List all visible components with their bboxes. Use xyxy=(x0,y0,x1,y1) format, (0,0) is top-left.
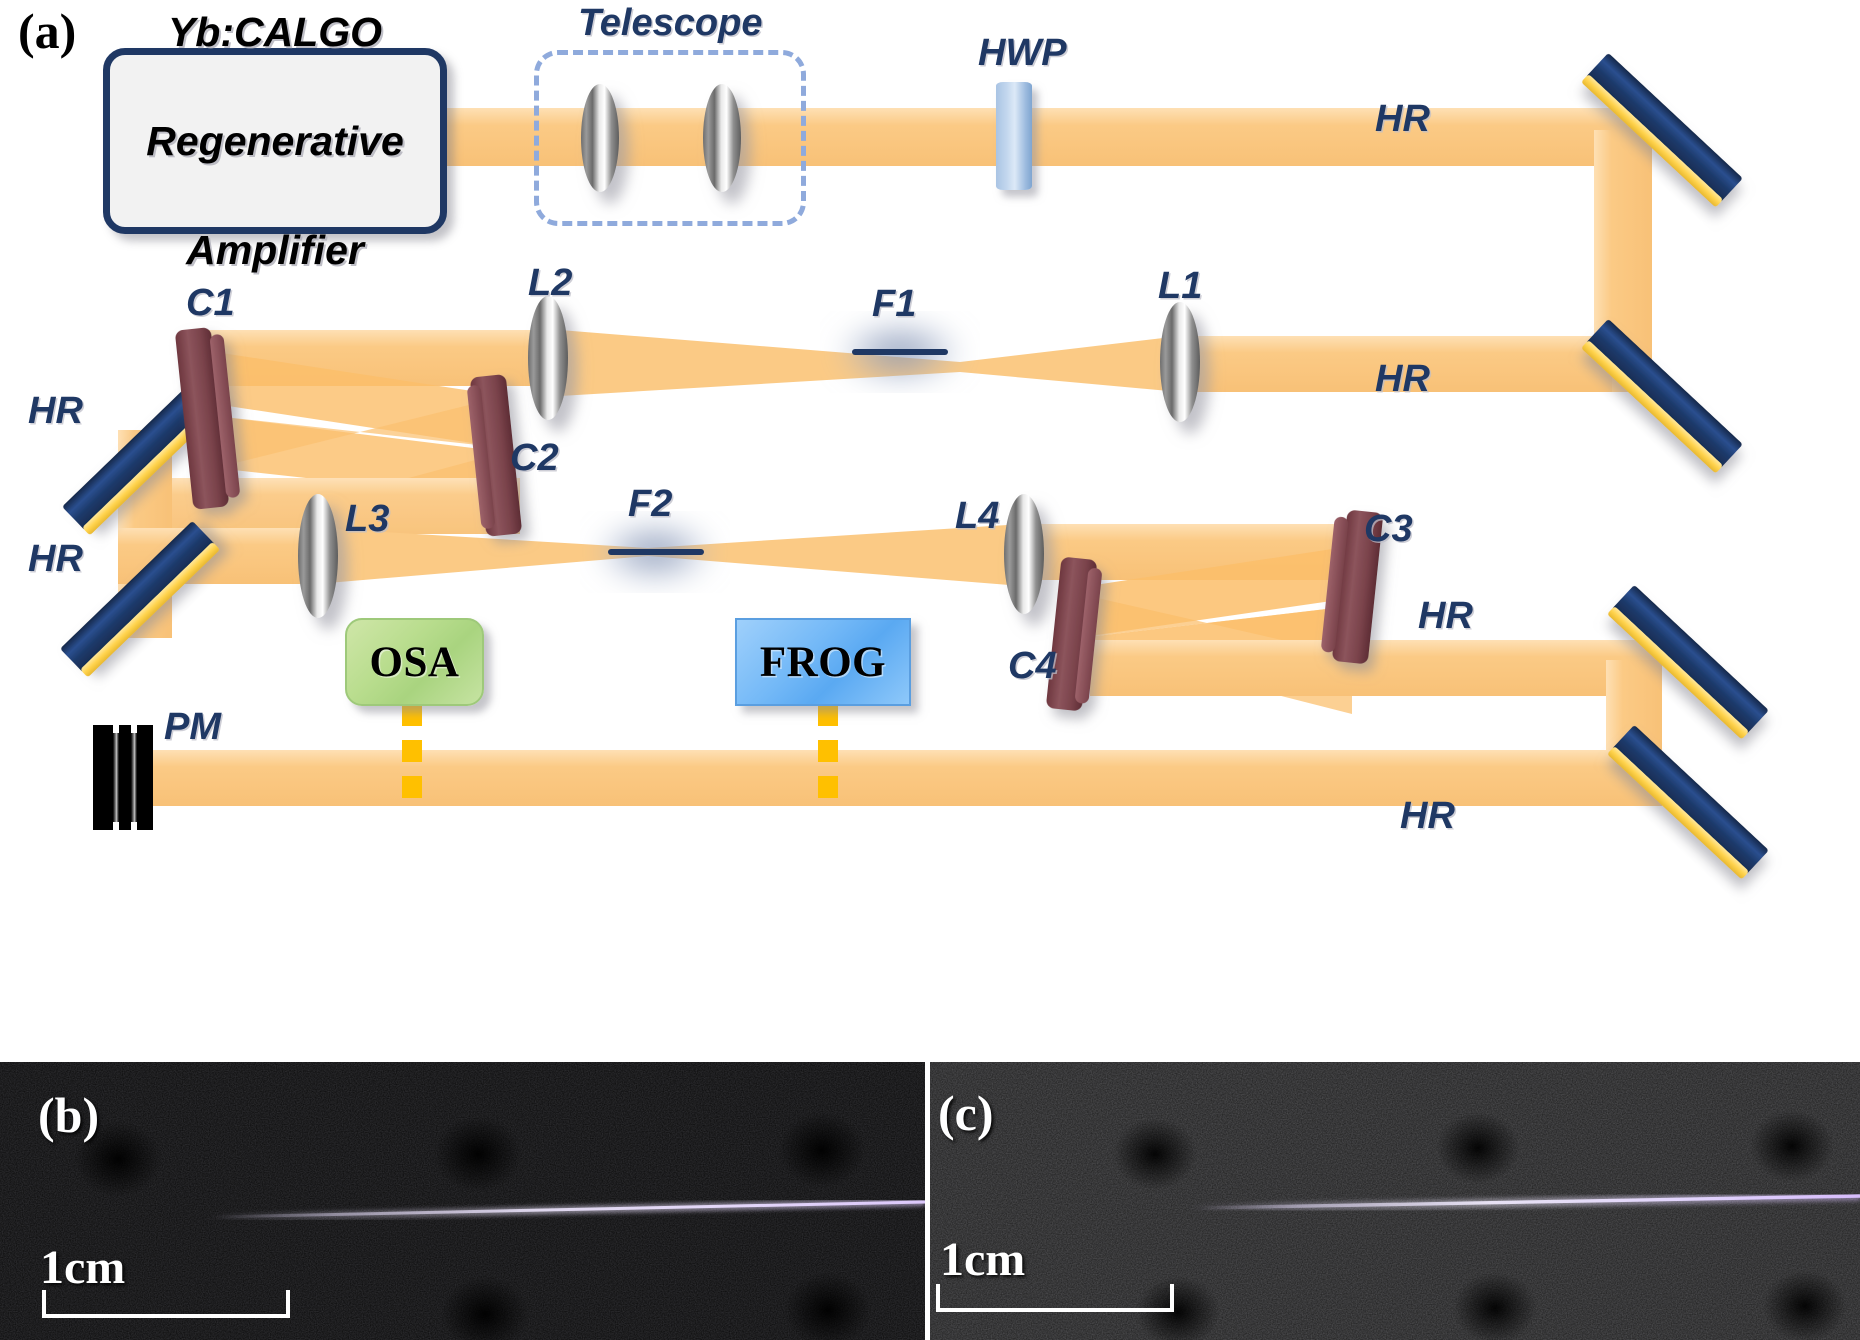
beam-bounces-c3c4 xyxy=(1062,546,1662,714)
photo-c-tag: (c) xyxy=(938,1085,994,1141)
hr-mirror-top-right xyxy=(1582,54,1742,207)
chirped-mirror-C3 xyxy=(1321,510,1383,664)
hr-label-right-row2: HR xyxy=(1375,358,1430,400)
osa-tap-dotted-line xyxy=(402,704,422,798)
source-line-1: Yb:CALGO xyxy=(167,8,383,55)
photo-b-content xyxy=(0,1062,925,1340)
photo-c-scale-bar xyxy=(936,1284,1174,1312)
lens-L2 xyxy=(528,296,568,420)
hr-label-right-lower: HR xyxy=(1418,595,1473,637)
pm-bar-1 xyxy=(93,725,113,830)
pm-gap-1 xyxy=(113,733,119,822)
panel-tag-a: (a) xyxy=(18,3,77,59)
l1-label: L1 xyxy=(1158,265,1203,307)
lens-L3 xyxy=(298,494,338,618)
source-line-3: Amplifier xyxy=(186,226,364,273)
c1-label: C1 xyxy=(186,282,235,324)
chirped-mirror-C1 xyxy=(175,327,240,510)
photo-b-tag: (b) xyxy=(38,1087,100,1143)
telescope-lens-1 xyxy=(581,84,619,192)
photo-b-scale-label: 1cm xyxy=(40,1241,126,1294)
c3-label: C3 xyxy=(1364,508,1413,550)
filament-F2 xyxy=(593,518,717,586)
frog-instrument-box[interactable]: FROG xyxy=(735,618,911,706)
chirped-mirror-C2 xyxy=(467,374,522,537)
pm-bar-3 xyxy=(137,725,153,830)
lens-L4 xyxy=(1004,494,1044,614)
hr-label-left-upper: HR xyxy=(28,390,83,432)
hr-label-bottom-right: HR xyxy=(1400,795,1455,837)
l2-label: L2 xyxy=(528,262,573,304)
hr-mirror-left-lower xyxy=(61,522,219,677)
hr-mirror-right-row2 xyxy=(1582,320,1742,473)
telescope-enclosure xyxy=(534,50,806,226)
photo-c-content xyxy=(930,1062,1860,1340)
hr-label-top-right: HR xyxy=(1375,98,1430,140)
beam-top-row xyxy=(430,108,1652,392)
pm-gap-2 xyxy=(131,733,137,822)
lens-L1 xyxy=(1160,302,1200,422)
beam-row3 xyxy=(118,524,1352,586)
pm-bar-2 xyxy=(119,725,131,830)
frog-label: FROG xyxy=(759,638,887,686)
half-wave-plate[interactable] xyxy=(996,82,1032,190)
filament-photo-c: (c) 1cm xyxy=(930,1062,1860,1340)
hr-label-left-lower: HR xyxy=(28,538,83,580)
power-meter[interactable] xyxy=(93,725,159,830)
telescope-label: Telescope xyxy=(578,2,763,44)
chirped-mirror-C4 xyxy=(1046,557,1102,711)
l4-label: L4 xyxy=(955,495,1000,537)
frog-tap-dotted-line xyxy=(818,704,838,798)
beam-bottom-route xyxy=(140,660,1662,806)
hr-mirror-bottom-right xyxy=(1608,726,1768,879)
osa-instrument-box[interactable]: OSA xyxy=(345,618,484,706)
f2-label: F2 xyxy=(628,483,673,525)
c4-label: C4 xyxy=(1008,645,1057,687)
filament-photo-b: (b) 1cm xyxy=(0,1062,925,1340)
hwp-label: HWP xyxy=(978,32,1067,74)
photo-c-scale-label: 1cm xyxy=(940,1233,1026,1286)
photo-b-scale-bar xyxy=(42,1290,290,1318)
telescope-lens-2 xyxy=(703,84,741,192)
pm-label: PM xyxy=(164,706,221,748)
l3-label: L3 xyxy=(345,498,390,540)
f1-label: F1 xyxy=(872,283,917,325)
source-line-2: Regenerative xyxy=(146,117,404,164)
c2-label: C2 xyxy=(510,437,559,479)
osa-label: OSA xyxy=(369,638,460,686)
regenerative-amplifier-box[interactable]: Yb:CALGO Regenerative Amplifier xyxy=(103,9,447,273)
filament-F1 xyxy=(834,318,966,386)
hr-mirror-right-lower xyxy=(1608,586,1768,739)
